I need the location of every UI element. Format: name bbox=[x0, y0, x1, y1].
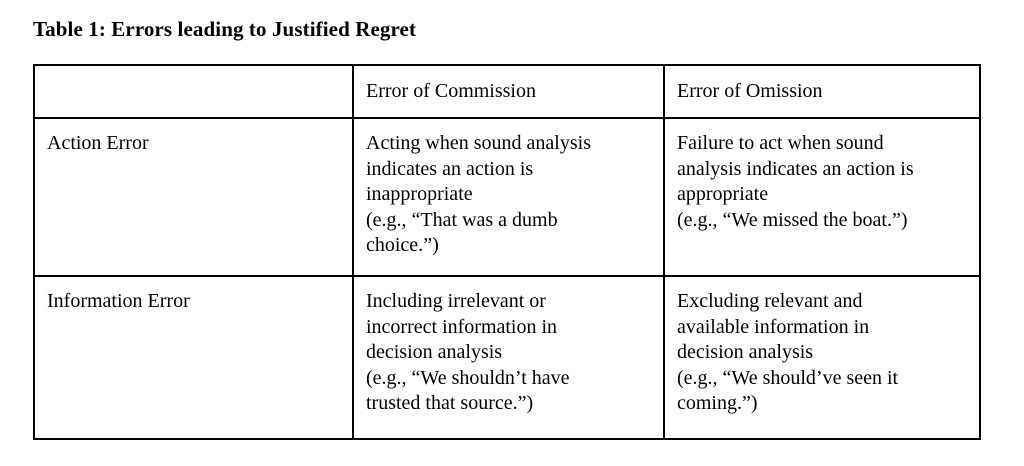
row-label-information-error: Information Error bbox=[47, 290, 190, 312]
header-cell-empty bbox=[33, 64, 354, 119]
table-caption: Table 1: Errors leading to Justified Reg… bbox=[33, 17, 417, 41]
cell-text-line: (e.g., “That was a dumb bbox=[366, 208, 558, 231]
cell-text: Including irrelevant or incorrect informa… bbox=[354, 277, 663, 429]
table-container: Error of Commission Error of Omission Ac… bbox=[33, 64, 981, 440]
cell-action-error-omission: Failure to act when sound analysis indica… bbox=[663, 117, 981, 277]
cell-text-line: trusted that source.”) bbox=[366, 392, 534, 414]
header-label-blank bbox=[35, 66, 352, 79]
cell-text-line: available information in bbox=[677, 315, 870, 338]
cell-information-error-omission: Excluding relevant and available informat… bbox=[663, 275, 981, 440]
header-label-commission: Error of Commission bbox=[366, 80, 536, 102]
cell-text-line: Including irrelevant or bbox=[366, 290, 546, 312]
cell-text-line: decision analysis bbox=[677, 341, 814, 363]
cell-text-line: coming.”) bbox=[677, 392, 758, 414]
cell-text-line: incorrect information in bbox=[366, 315, 558, 338]
row-label-action-error: Action Error bbox=[47, 132, 149, 154]
header-cell-commission: Error of Commission bbox=[352, 64, 665, 119]
cell-text-line: (e.g., “We should’ve seen it bbox=[677, 366, 899, 389]
cell-text-line: inappropriate bbox=[366, 183, 473, 205]
cell-text: Acting when sound analysis indicates an a… bbox=[354, 119, 663, 271]
cell-text: Failure to act when sound analysis indica… bbox=[665, 119, 979, 245]
cell-action-error-commission: Acting when sound analysis indicates an a… bbox=[352, 117, 665, 277]
cell-text-line: Failure to act when sound bbox=[677, 132, 884, 154]
cell-information-error-commission: Including irrelevant or incorrect informa… bbox=[352, 275, 665, 440]
cell-text: Excluding relevant and available informat… bbox=[665, 277, 979, 429]
cell-text-line: choice.”) bbox=[366, 234, 439, 256]
cell-text-line: analysis indicates an action is bbox=[677, 157, 914, 180]
table-row: Action Error Acting when sound analysis i… bbox=[33, 117, 981, 277]
cell-text-line: indicates an action is bbox=[366, 157, 534, 180]
table-header-row: Error of Commission Error of Omission bbox=[33, 64, 981, 119]
cell-text-line: Acting when sound analysis bbox=[366, 132, 591, 154]
errors-regret-table: Error of Commission Error of Omission Ac… bbox=[33, 64, 981, 440]
header-label-omission: Error of Omission bbox=[677, 80, 823, 102]
cell-text-line: decision analysis bbox=[366, 341, 503, 363]
header-cell-omission: Error of Omission bbox=[663, 64, 981, 119]
row-label-cell-information-error: Information Error bbox=[33, 275, 354, 440]
cell-text-line: (e.g., “We shouldn’t have bbox=[366, 366, 570, 389]
cell-text-line: (e.g., “We missed the boat.”) bbox=[677, 208, 908, 231]
row-label-cell-action-error: Action Error bbox=[33, 117, 354, 277]
table-row: Information Error Including irrelevant o… bbox=[33, 275, 981, 440]
cell-text-line: Excluding relevant and bbox=[677, 290, 863, 312]
cell-text-line: appropriate bbox=[677, 183, 769, 205]
